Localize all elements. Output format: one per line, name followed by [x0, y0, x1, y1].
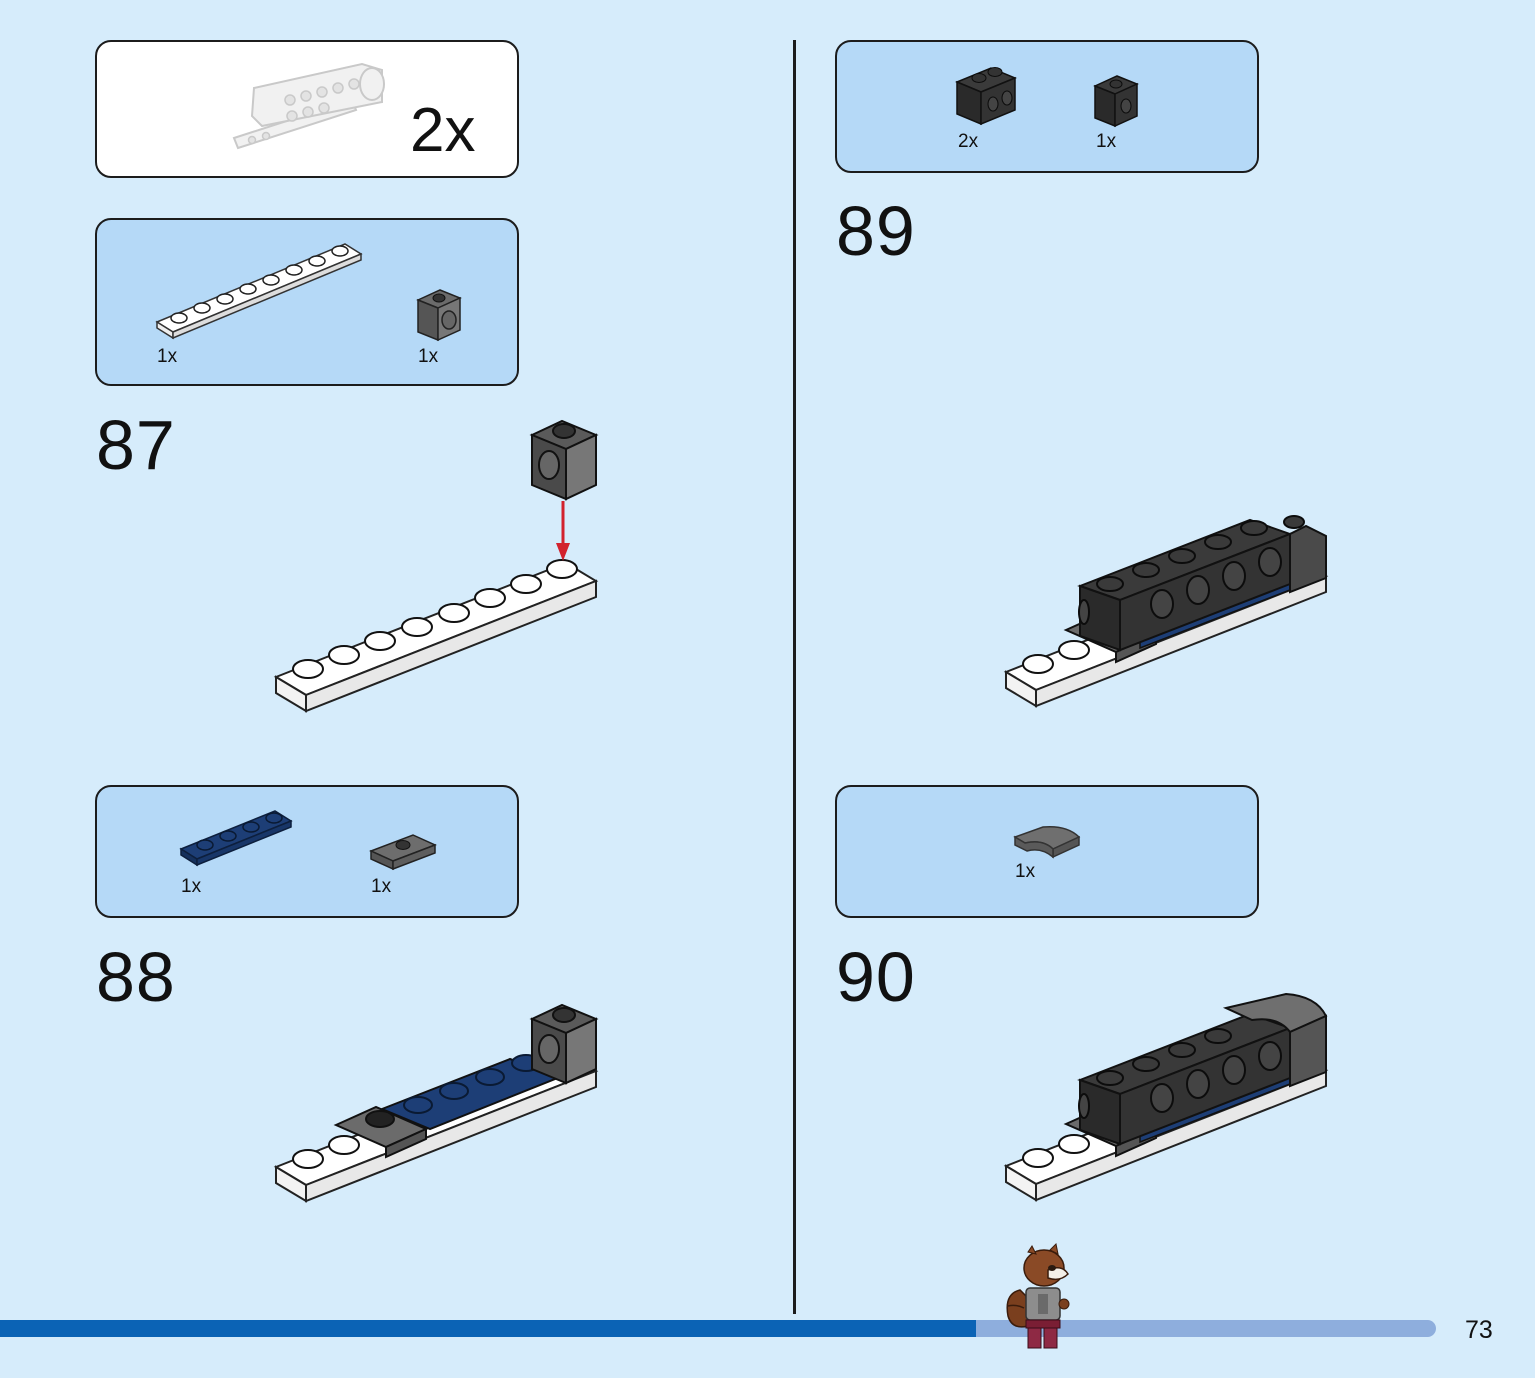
- black-brick-1x1-with-side-stud-icon: [1093, 75, 1139, 128]
- dark-grey-jumper-plate-icon: [369, 834, 437, 871]
- submodel-multiplier: 2x: [410, 96, 476, 165]
- step-number: 89: [836, 192, 916, 270]
- step-89-parts-panel: 2x 1x: [835, 40, 1259, 173]
- step-87-assembly-illustration: [273, 419, 599, 713]
- page-number: 73: [1465, 1316, 1493, 1344]
- part-quantity: 2x: [958, 131, 979, 152]
- build-progress-fill: [0, 1320, 977, 1337]
- step-number: 87: [96, 406, 176, 484]
- dark-grey-technic-brick-1x1-icon: [416, 289, 462, 342]
- step-88-parts-panel: 1x 1x: [95, 785, 519, 918]
- submodel-callout: 2x: [95, 40, 519, 178]
- part-quantity: 1x: [371, 876, 392, 897]
- part-quantity: 1x: [181, 876, 202, 897]
- step-number: 88: [96, 938, 176, 1016]
- step-87-parts-panel: 1x 1x: [95, 218, 519, 386]
- black-brick-with-studs-on-side-icon: [955, 67, 1017, 126]
- step-88-assembly-illustration: [273, 1003, 599, 1203]
- raccoon-minifigure-icon: [1006, 1242, 1070, 1349]
- submodel-preview-image: [232, 62, 385, 150]
- dark-blue-plate-1x4-icon: [179, 810, 293, 867]
- step-90-parts-panel: 1x: [835, 785, 1259, 918]
- dark-grey-curved-slope-icon: [1013, 825, 1081, 859]
- part-quantity: 1x: [418, 346, 439, 367]
- white-plate-1x8-icon: [155, 243, 363, 340]
- build-progress-bar: [0, 1320, 1436, 1337]
- column-divider: [793, 40, 796, 1314]
- step-number: 90: [836, 938, 916, 1016]
- part-quantity: 1x: [1015, 861, 1036, 882]
- part-quantity: 1x: [1096, 131, 1117, 152]
- part-quantity: 1x: [157, 346, 178, 367]
- step-90-assembly-illustration: [1003, 992, 1329, 1202]
- step-89-assembly-illustration: [1003, 515, 1329, 708]
